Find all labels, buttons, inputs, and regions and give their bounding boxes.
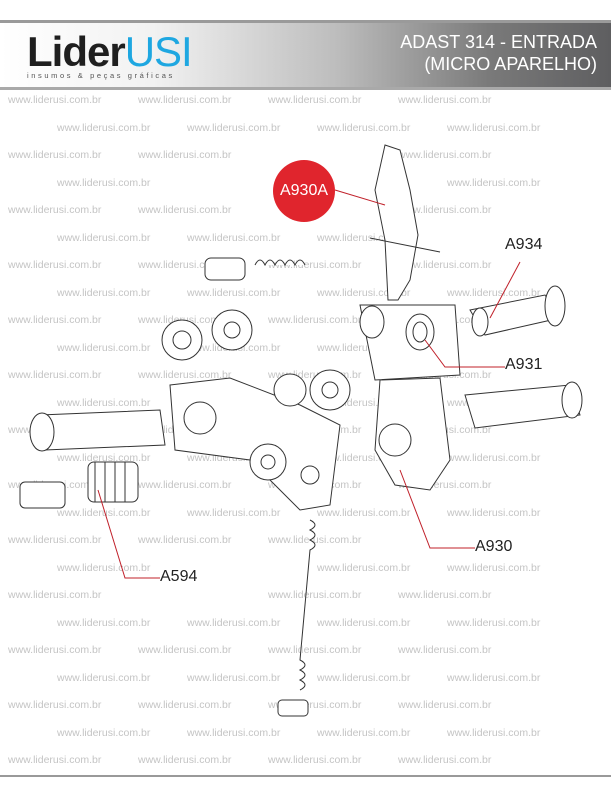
logo-text: Lider [27, 28, 126, 75]
part-top-screw [204, 257, 246, 281]
part-label-a930[interactable]: A930 [475, 538, 513, 556]
part-label-a594[interactable]: A594 [160, 568, 198, 586]
part-label-a931[interactable]: A931 [505, 356, 543, 374]
title-text: ADAST 314 - ENTRADA [400, 32, 597, 52]
header-banner: LiderUSI insumos & peças gráficas ADAST … [0, 20, 611, 90]
part-lever-a930a [374, 144, 419, 301]
part-small-screw [19, 481, 66, 509]
part-left-bolt [39, 409, 166, 451]
part-washer-2 [273, 373, 307, 407]
part-body-a930 [374, 377, 451, 491]
logo-tagline: insumos & peças gráficas [27, 71, 175, 80]
page-title: ADAST 314 - ENTRADA (MICRO APARELHO) [400, 31, 597, 75]
part-right-bolt [464, 384, 581, 429]
part-label-a930a-highlighted[interactable]: A930A [273, 160, 335, 222]
logo-accent: USI [124, 28, 193, 75]
part-label-a934[interactable]: A934 [505, 236, 543, 254]
part-hanging-spring [298, 519, 316, 691]
part-top-spring [254, 259, 306, 267]
part-bottom-screw [277, 699, 309, 717]
footer-divider [0, 775, 611, 777]
page-subtitle: (MICRO APARELHO) [424, 54, 597, 74]
brand-logo: LiderUSI insumos & peças gráficas [27, 28, 193, 81]
